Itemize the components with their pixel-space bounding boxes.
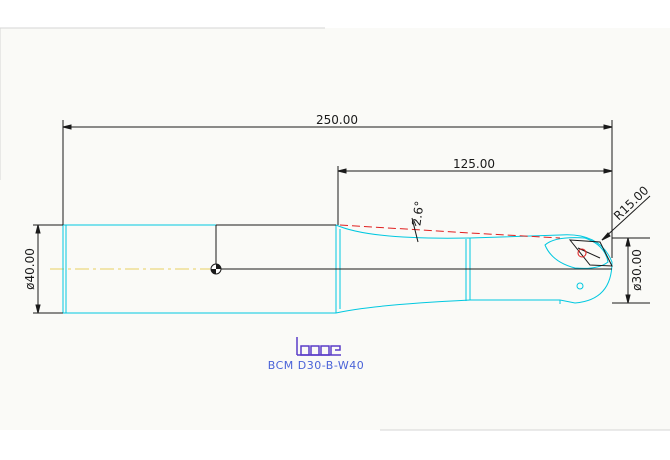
neck-outline [335, 224, 613, 314]
head-length-dimension [337, 166, 613, 225]
radius-dimension [601, 195, 651, 241]
drawing-panel [0, 28, 670, 430]
part-number-label: BCM D30-B-W40 [268, 359, 365, 372]
taper-angle-dimension [411, 217, 419, 243]
center-marker [210, 263, 222, 275]
head-diameter-label: ø30.00 [630, 249, 644, 291]
iscar-logo [296, 337, 341, 356]
shank-diameter-dimension [33, 224, 63, 314]
taper-angle-label: 2.6° [409, 200, 426, 227]
overall-length-label: 250.00 [316, 113, 358, 127]
head-diameter-dimension [612, 237, 650, 304]
taper-reference-line [339, 224, 561, 239]
overall-length-dimension [62, 120, 613, 258]
head-length-label: 125.00 [453, 157, 495, 171]
shank-diameter-label: ø40.00 [23, 248, 37, 290]
insert-screw [577, 248, 587, 258]
